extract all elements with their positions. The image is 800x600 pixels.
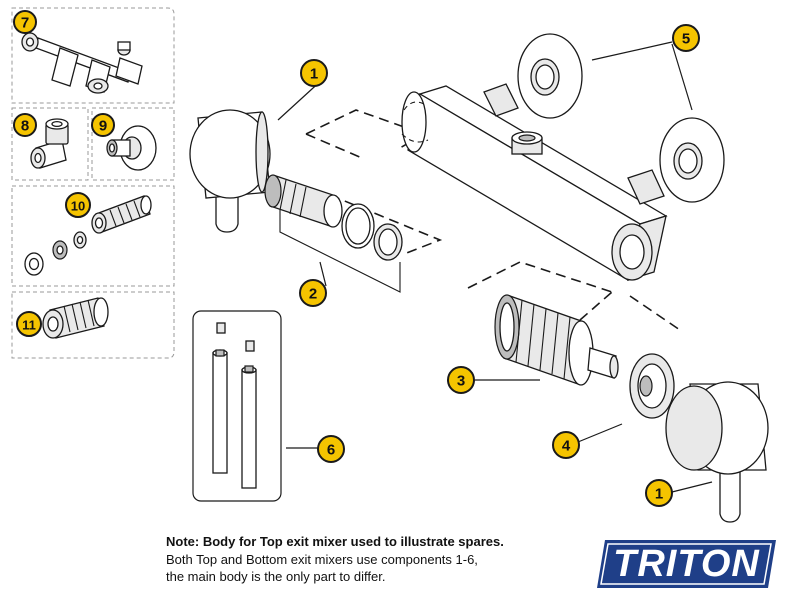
part-8-elbow	[30, 118, 69, 169]
callout-label: 2	[309, 286, 317, 303]
part-1-handle-bottom	[665, 381, 769, 523]
mixer-body	[401, 83, 668, 282]
callout-1-bottom: 1	[645, 479, 673, 507]
part-5-shrouds	[517, 33, 725, 203]
callout-1-top: 1	[300, 59, 328, 87]
part-10-extension-set	[24, 195, 152, 276]
callout-label: 9	[99, 118, 107, 135]
callout-label: 6	[327, 442, 335, 459]
note-line-2: the main body is the only part to differ…	[166, 569, 386, 584]
callout-4: 4	[552, 431, 580, 459]
part-11-adaptor	[42, 297, 109, 339]
callout-label: 3	[457, 373, 465, 390]
callout-label: 11	[22, 318, 36, 333]
callout-3: 3	[447, 366, 475, 394]
note-line-1: Both Top and Bottom exit mixers use comp…	[166, 552, 478, 567]
callout-label: 1	[655, 486, 663, 503]
callout-label: 5	[682, 31, 690, 48]
part-1-handle-top	[189, 109, 271, 233]
callout-label: 4	[562, 438, 571, 455]
callout-5: 5	[672, 24, 700, 52]
part-3-thermostatic-cartridge	[494, 294, 619, 386]
brand-name: TRITON	[613, 543, 760, 585]
part-2-cartridge	[264, 174, 403, 261]
callout-10: 10	[65, 192, 91, 218]
callout-9: 9	[91, 113, 115, 137]
callout-11: 11	[16, 311, 42, 337]
callout-6: 6	[317, 435, 345, 463]
callout-8: 8	[13, 113, 37, 137]
assembly-guides	[279, 109, 681, 331]
callout-label: 8	[21, 118, 29, 135]
callout-label: 10	[71, 199, 85, 214]
triton-logo: TRITON	[593, 538, 780, 590]
callout-label: 7	[21, 15, 29, 32]
logo-badge	[597, 540, 776, 588]
callout-7: 7	[13, 10, 37, 34]
callout-label: 1	[310, 66, 318, 83]
part-9-shroud-fitting	[106, 125, 157, 171]
part-7-manifold	[21, 32, 143, 94]
callout-2: 2	[299, 279, 327, 307]
note-heading: Note: Body for Top exit mixer used to il…	[166, 534, 504, 549]
part-4-retaining-nut	[629, 353, 675, 419]
part-6-rods-box	[192, 310, 282, 502]
